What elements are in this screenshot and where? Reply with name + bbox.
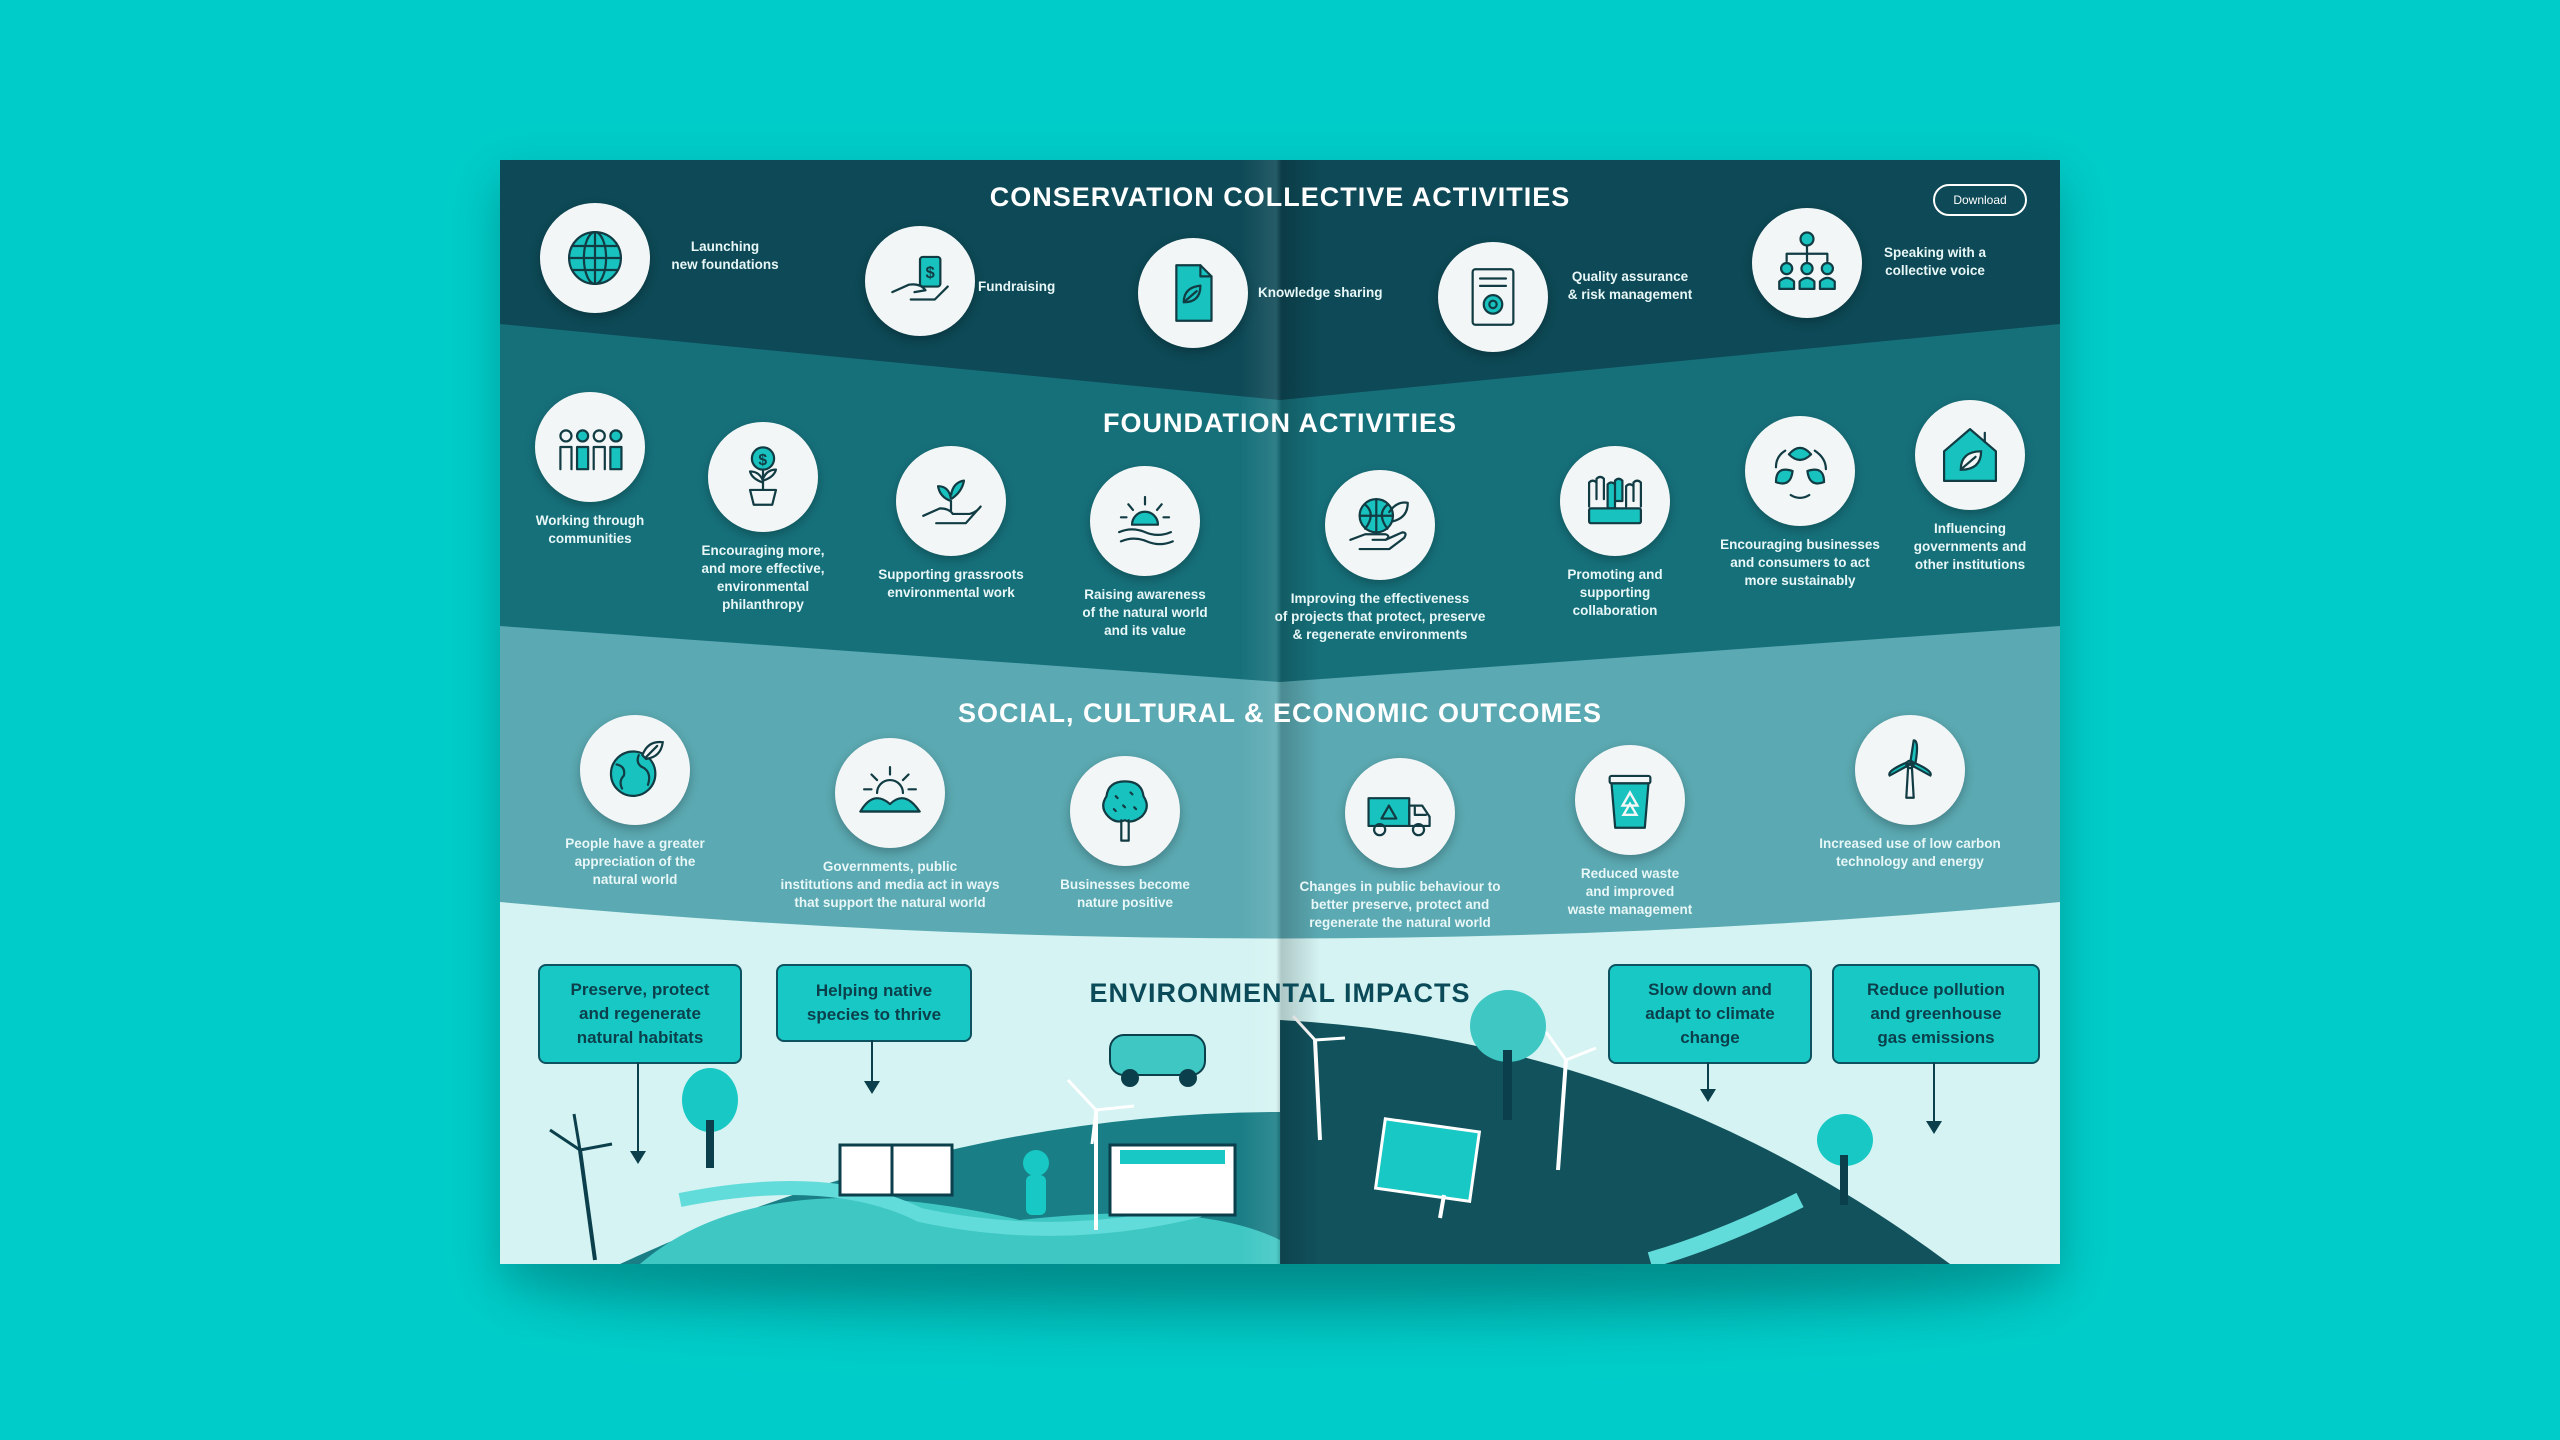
money-plant-icon: $ — [708, 422, 818, 532]
recycling-truck-icon — [1345, 758, 1455, 868]
foundation-label-0: Working through communities — [535, 513, 645, 546]
foundation-label-6: Encouraging businesses and consumers to … — [1720, 537, 1880, 588]
collective-label-2: Knowledge sharing — [1258, 285, 1383, 300]
collective-item-launching — [540, 203, 650, 313]
svg-text:$: $ — [926, 263, 936, 282]
foundation-item-effectiveness: Improving the effectiveness of projects … — [1260, 470, 1500, 644]
outcome-item-governments: Governments, public institutions and med… — [760, 738, 1020, 912]
tree-icon — [1070, 756, 1180, 866]
outcome-item-nature-positive: Businesses become nature positive — [1040, 756, 1210, 912]
foundation-item-grassroots: Supporting grassroots environmental work — [861, 446, 1041, 602]
collective-label-1: Fundraising — [978, 279, 1056, 294]
svg-text:$: $ — [758, 452, 767, 469]
foundation-item-awareness: Raising awareness of the natural world a… — [1060, 466, 1230, 640]
outcome-item-behaviour: Changes in public behaviour to better pr… — [1280, 758, 1520, 932]
document-leaf-icon — [1138, 238, 1248, 348]
foundation-item-businesses: Encouraging businesses and consumers to … — [1710, 416, 1890, 590]
arrow-habitats — [630, 1062, 646, 1164]
globe-icon — [540, 203, 650, 313]
outcome-label-2: Businesses become nature positive — [1060, 877, 1190, 910]
arrow-pollution — [1926, 1062, 1942, 1134]
foundation-item-collaboration: Promoting and supporting collaboration — [1540, 446, 1690, 620]
wind-turbine-left — [549, 1113, 613, 1261]
foundation-item-communities: Working through communities — [510, 392, 670, 548]
impact-goal-pollution: Reduce pollution and greenhouse gas emis… — [1832, 964, 2040, 1064]
foundation-item-philanthropy: $ Encouraging more, and more effective, … — [683, 422, 843, 614]
collective-label-4: Speaking with a collective voice — [1883, 245, 1987, 278]
hierarchy-icon — [1752, 208, 1862, 318]
collective-item-voice — [1752, 208, 1862, 318]
foundation-label-4: Improving the effectiveness of projects … — [1274, 591, 1486, 642]
foundation-label-7: Influencing governments and other instit… — [1913, 521, 2027, 572]
foundation-label-2: Supporting grassroots environmental work — [878, 567, 1024, 600]
outcome-item-appreciation: People have a greater appreciation of th… — [530, 715, 740, 889]
outcome-label-5: Increased use of low carbon technology a… — [1819, 836, 2001, 869]
sun-hills-icon — [835, 738, 945, 848]
impact-goal-species: Helping native species to thrive — [776, 964, 972, 1042]
collective-label-0: Launching new foundations — [671, 239, 779, 272]
foundation-label-1: Encouraging more, and more effective, en… — [701, 543, 825, 612]
raised-hands-icon — [1560, 446, 1670, 556]
section-title-collective: CONSERVATION COLLECTIVE ACTIVITIES — [989, 182, 1571, 212]
arrow-climate — [1700, 1062, 1716, 1102]
foundation-label-3: Raising awareness of the natural world a… — [1082, 587, 1208, 638]
brochure: CONSERVATION COLLECTIVE ACTIVITIES Downl… — [500, 160, 2060, 1264]
collective-label-3: Quality assurance & risk management — [1567, 269, 1693, 302]
outcome-label-0: People have a greater appreciation of th… — [565, 836, 705, 887]
outcome-label-3: Changes in public behaviour to better pr… — [1299, 879, 1501, 930]
section-title-impacts: ENVIRONMENTAL IMPACTS — [1089, 978, 1471, 1008]
foundation-item-influencing: Influencing governments and other instit… — [1890, 400, 2050, 574]
wind-turbine-icon — [1855, 715, 1965, 825]
earth-leaf-icon — [580, 715, 690, 825]
arrow-species — [864, 1040, 880, 1094]
sunrise-icon — [1090, 466, 1200, 576]
outcome-label-1: Governments, public institutions and med… — [780, 859, 1000, 910]
impact-goal-climate: Slow down and adapt to climate change — [1608, 964, 1812, 1064]
download-button[interactable]: Download — [1933, 184, 2027, 216]
people-icon — [535, 392, 645, 502]
outcome-item-low-carbon: Increased use of low carbon technology a… — [1800, 715, 2020, 871]
hand-seedling-icon — [896, 446, 1006, 556]
section-title-outcomes: SOCIAL, CULTURAL & ECONOMIC OUTCOMES — [958, 698, 1602, 728]
outcome-label-4: Reduced waste and improved waste managem… — [1567, 866, 1693, 917]
certificate-icon — [1438, 242, 1548, 352]
foundation-label-5: Promoting and supporting collaboration — [1567, 567, 1663, 618]
recycle-bin-icon — [1575, 745, 1685, 855]
hand-money-icon: $ — [865, 226, 975, 336]
impact-goal-habitats: Preserve, protect and regenerate natural… — [538, 964, 742, 1064]
recycle-leaves-icon — [1745, 416, 1855, 526]
house-leaf-icon — [1915, 400, 2025, 510]
section-title-foundation: FOUNDATION ACTIVITIES — [1103, 408, 1457, 438]
collective-item-quality — [1438, 242, 1548, 352]
collective-item-knowledge — [1138, 238, 1248, 348]
collective-item-fundraising: $ — [865, 226, 975, 336]
outcome-item-waste: Reduced waste and improved waste managem… — [1540, 745, 1720, 919]
hand-globe-icon — [1325, 470, 1435, 580]
